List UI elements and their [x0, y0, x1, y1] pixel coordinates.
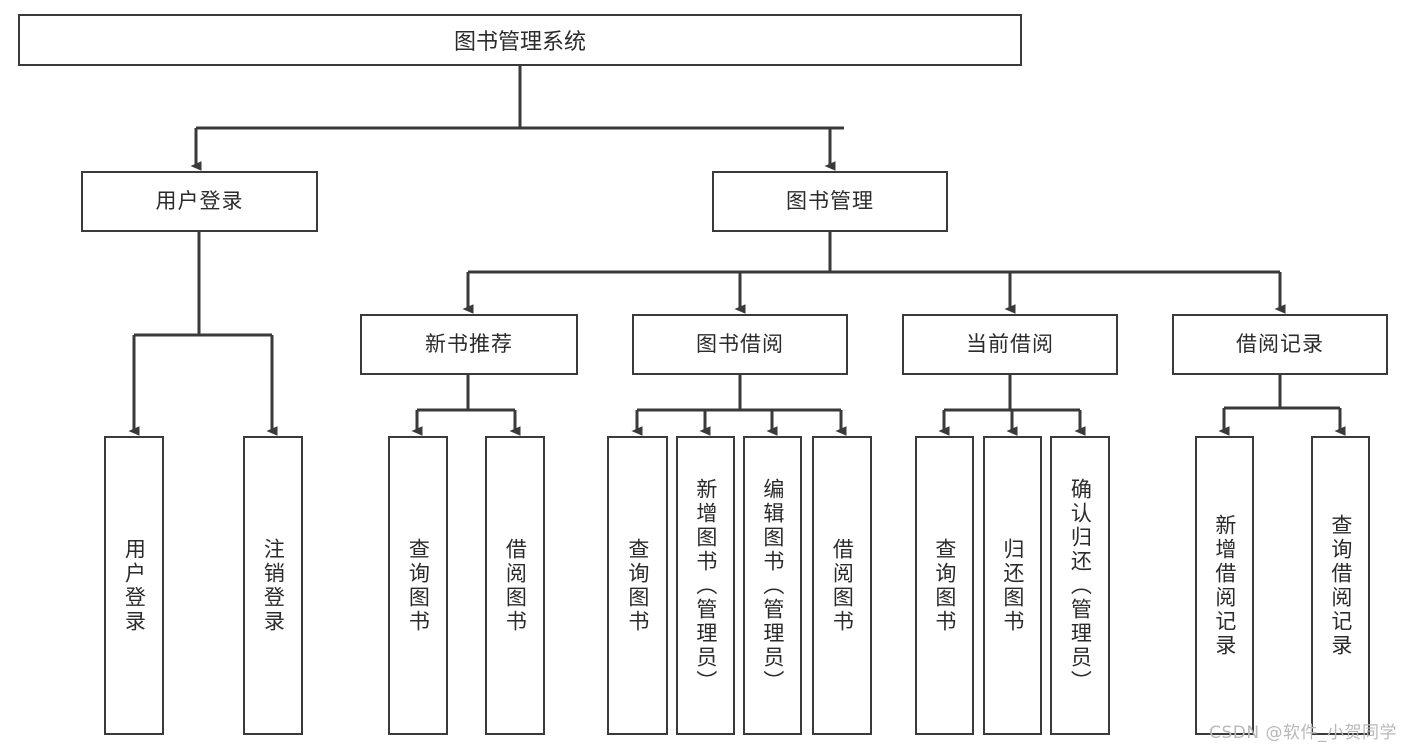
leaf-current-borrow-return[interactable]: 归还图书: [983, 436, 1042, 735]
leaf-borrow-record-query[interactable]: 查询借阅记录: [1311, 436, 1370, 735]
node-book-management[interactable]: 图书管理: [712, 171, 948, 232]
leaf-user-login-logout[interactable]: 注销登录: [243, 436, 303, 735]
node-book-borrow[interactable]: 图书借阅: [632, 314, 848, 375]
leaf-label: 归还图书: [1000, 537, 1025, 634]
node-label: 新书推荐: [425, 331, 513, 356]
leaf-label: 用户登录: [122, 537, 147, 634]
node-root-system[interactable]: 图书管理系统: [18, 14, 1022, 66]
leaf-user-login-login[interactable]: 用户登录: [104, 436, 164, 735]
leaf-new-book-query[interactable]: 查询图书: [388, 436, 448, 735]
node-current-borrow[interactable]: 当前借阅: [902, 314, 1118, 375]
node-label: 图书管理系统: [453, 30, 586, 55]
leaf-label: 查询借阅记录: [1328, 513, 1353, 658]
leaf-label: 编辑图书（管理员）: [760, 477, 785, 694]
leaf-current-borrow-confirm-return[interactable]: 确认归还（管理员）: [1050, 436, 1110, 735]
node-label: 图书管理: [786, 188, 874, 213]
watermark: CSDN @软件_小贺同学: [1209, 723, 1397, 743]
leaf-book-borrow-borrow[interactable]: 借阅图书: [812, 436, 872, 735]
leaf-label: 借阅图书: [830, 537, 855, 634]
node-label: 当前借阅: [966, 331, 1054, 356]
leaf-label: 查询图书: [932, 537, 957, 634]
leaf-label: 新增借阅记录: [1212, 513, 1237, 658]
leaf-current-borrow-query[interactable]: 查询图书: [915, 436, 974, 735]
node-user-login[interactable]: 用户登录: [81, 171, 318, 232]
leaf-new-book-borrow[interactable]: 借阅图书: [485, 436, 545, 735]
node-new-book-recommend[interactable]: 新书推荐: [360, 314, 578, 375]
leaf-label: 借阅图书: [503, 537, 528, 634]
leaf-book-borrow-add[interactable]: 新增图书（管理员）: [676, 436, 735, 735]
node-label: 用户登录: [155, 188, 244, 213]
leaf-label: 新增图书（管理员）: [693, 477, 718, 694]
leaf-book-borrow-edit[interactable]: 编辑图书（管理员）: [743, 436, 802, 735]
leaf-label: 确认归还（管理员）: [1068, 477, 1093, 694]
node-label: 图书借阅: [696, 331, 784, 356]
leaf-label: 查询图书: [406, 537, 431, 634]
leaf-book-borrow-query[interactable]: 查询图书: [607, 436, 668, 735]
leaf-label: 注销登录: [261, 537, 286, 634]
leaf-borrow-record-add[interactable]: 新增借阅记录: [1195, 436, 1254, 735]
node-label: 借阅记录: [1236, 331, 1324, 356]
leaf-label: 查询图书: [625, 537, 650, 634]
node-borrow-record[interactable]: 借阅记录: [1172, 314, 1388, 375]
